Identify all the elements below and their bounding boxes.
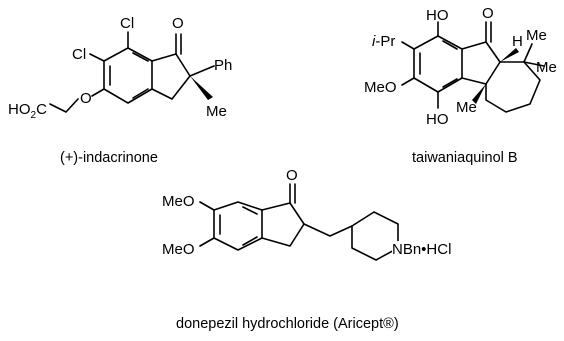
taiwaniaquinol-caption: taiwaniaquinol B <box>412 150 518 166</box>
donepezil-structure: O MeO MeO NBn•HCl donepezil hydrochlorid… <box>162 167 451 332</box>
phenyl-label: Ph <box>214 57 232 74</box>
ho-top-label: HO <box>426 7 449 24</box>
methyl-label-2: Me <box>536 59 557 76</box>
ketone-o-label: O <box>172 15 184 32</box>
methyl-label: Me <box>206 103 227 120</box>
cl-top-label: Cl <box>120 15 134 32</box>
ketone-o-label-3: O <box>286 167 298 184</box>
indacrinone-caption: (+)-indacrinone <box>60 150 158 166</box>
cl-left-label: Cl <box>72 46 86 63</box>
taiwaniaquinol-structure: HO O i-Pr H Me Me MeO HO Me taiwaniaquin… <box>364 5 557 166</box>
donepezil-caption: donepezil hydrochloride (Aricept®) <box>176 316 399 332</box>
meo-label: MeO <box>364 79 397 96</box>
methyl-ring-label: Me <box>456 99 477 116</box>
meo-top-label: MeO <box>162 193 195 210</box>
ho-bottom-label: HO <box>426 111 449 128</box>
meo-bottom-label: MeO <box>162 241 195 258</box>
ho2c-label: HO2C <box>8 101 47 121</box>
methyl-label-1: Me <box>526 27 547 44</box>
ketone-o-label-2: O <box>482 5 494 22</box>
ipr-label: i-Pr <box>372 33 395 50</box>
ether-o-label: O <box>80 90 92 107</box>
indacrinone-structure: Cl Cl O Ph Me O HO2C (+)-indacrinone <box>8 15 232 166</box>
nbn-hcl-label: NBn•HCl <box>392 241 451 258</box>
h-label: H <box>512 33 523 50</box>
